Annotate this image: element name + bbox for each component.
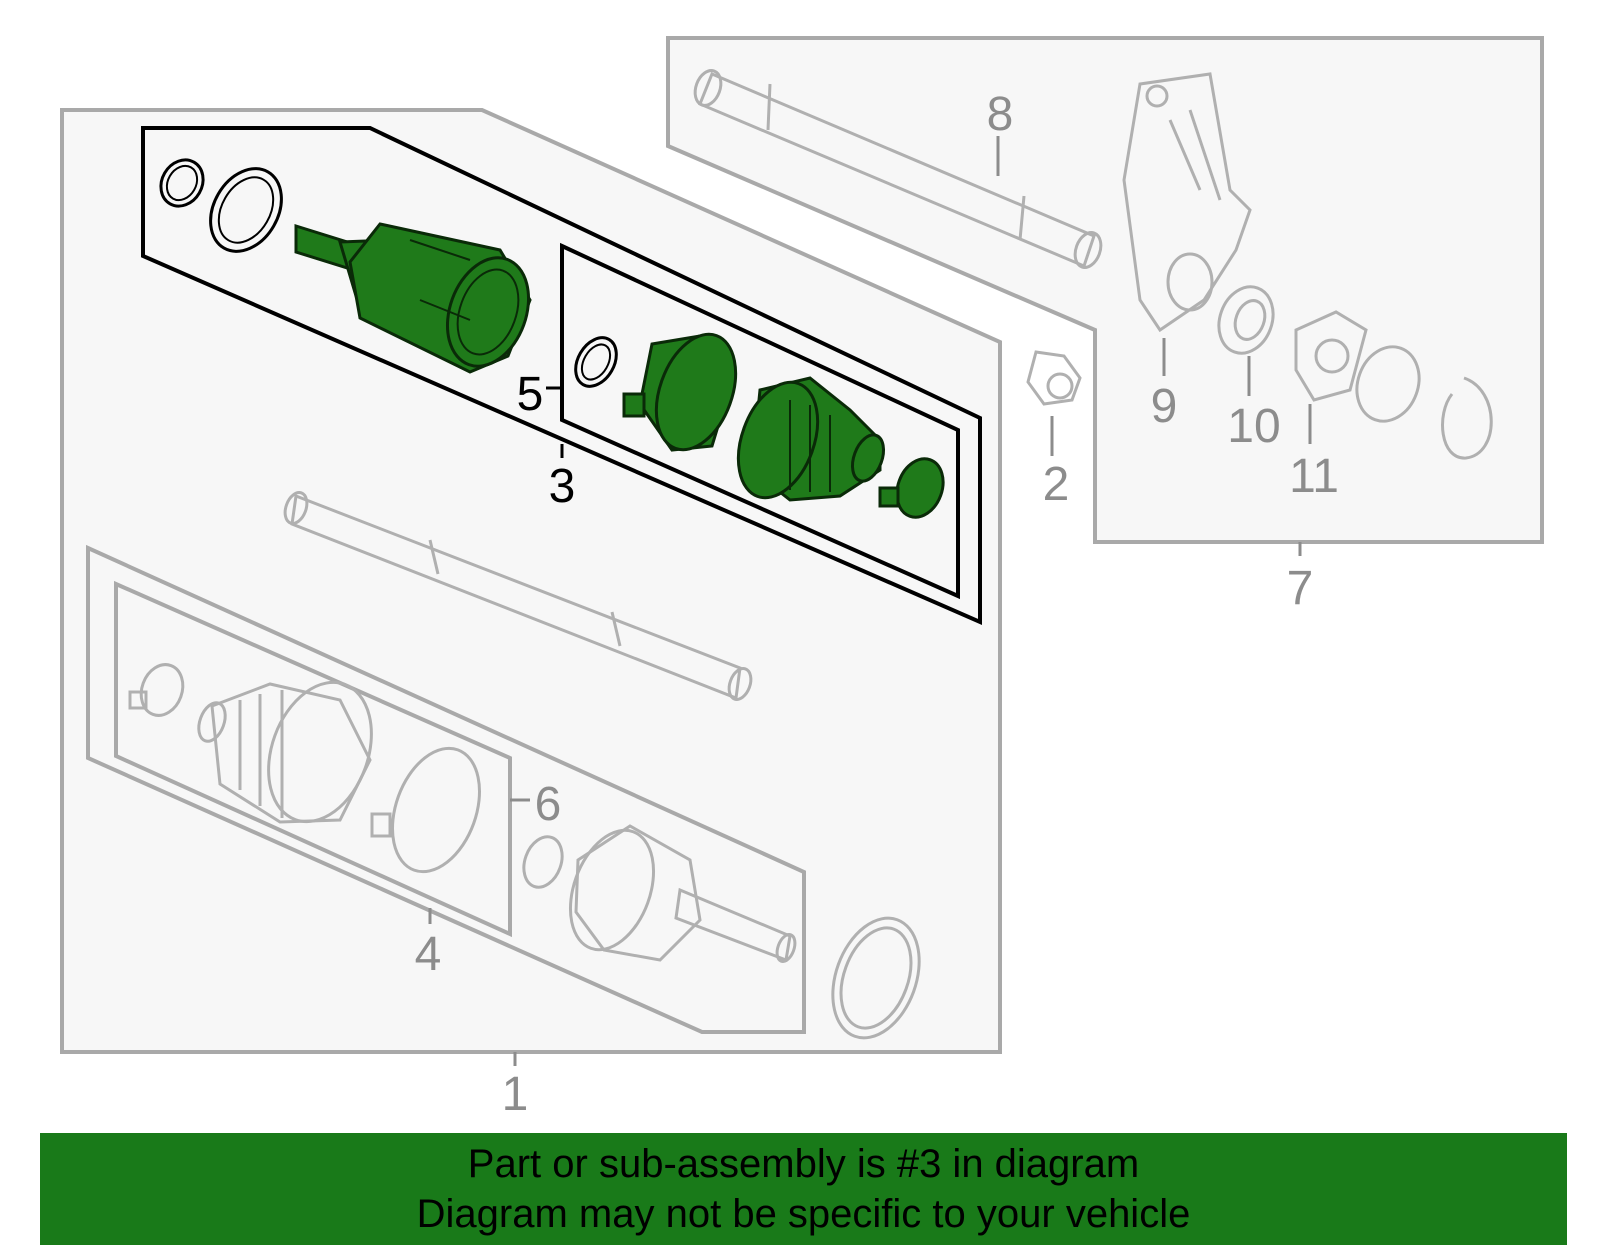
outer-cv-joint xyxy=(568,824,797,963)
retaining-ring xyxy=(1441,376,1493,460)
steering-knuckle xyxy=(1122,72,1252,333)
hub-shaft xyxy=(693,69,1103,269)
intermediate-shaft xyxy=(283,491,753,701)
snap-ring-boot xyxy=(574,336,618,388)
banner-disclaimer: Diagram may not be specific to your vehi… xyxy=(416,1192,1191,1236)
callout-9: 9 xyxy=(1151,380,1178,433)
snap-ring-small xyxy=(159,158,205,208)
banner-part-note: Part or sub-assembly is #3 in diagram xyxy=(467,1142,1140,1186)
callout-8: 8 xyxy=(987,88,1014,141)
callout-10: 10 xyxy=(1227,400,1280,453)
callout-3: 3 xyxy=(549,460,576,513)
callout-4: 4 xyxy=(415,928,442,981)
wheel-bearing xyxy=(1217,285,1275,355)
hub-seal xyxy=(1355,345,1421,423)
inner-boot xyxy=(736,376,886,502)
hub-flange xyxy=(1294,310,1368,402)
outer-boot xyxy=(197,680,373,824)
boot-clamp-small xyxy=(878,457,945,519)
frame-assembly-6 xyxy=(114,580,512,938)
callout-11: 11 xyxy=(1289,450,1339,503)
outer-snap-ring xyxy=(522,835,564,889)
boot-clamp-large xyxy=(622,332,738,452)
inner-cv-joint-housing xyxy=(294,222,532,374)
abs-tone-ring xyxy=(831,916,921,1040)
seal-ring xyxy=(209,167,283,253)
frame-assembly-3 xyxy=(141,126,982,626)
frame-assembly-7 xyxy=(666,36,1544,544)
outer-boot-clamp-small xyxy=(128,663,185,717)
outer-boot-clamp-large xyxy=(370,746,481,874)
info-banner: Part or sub-assembly is #3 in diagram Di… xyxy=(40,1133,1567,1245)
callout-7: 7 xyxy=(1287,562,1314,615)
callout-6: 6 xyxy=(535,778,562,831)
callout-2: 2 xyxy=(1043,458,1070,511)
frame-assembly-5 xyxy=(560,242,960,600)
axle-nut xyxy=(1026,350,1082,406)
callout-5: 5 xyxy=(517,368,544,421)
callout-1: 1 xyxy=(502,1068,529,1121)
parts-diagram: 1 2 3 4 5 6 7 8 9 10 11 xyxy=(60,36,1544,1121)
